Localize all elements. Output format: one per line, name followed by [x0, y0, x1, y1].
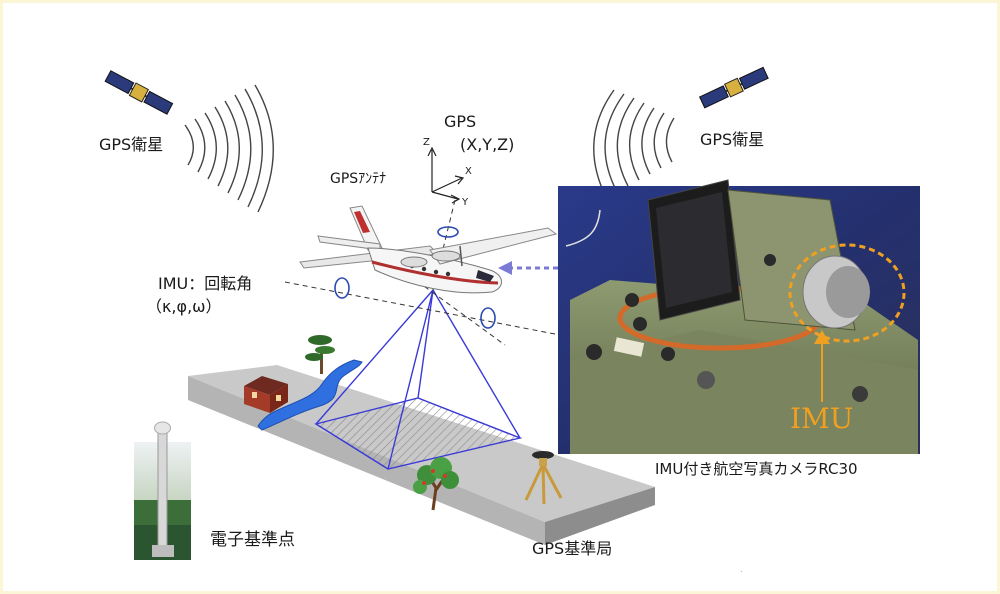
gps-satellite-right-label: GPS衛星: [700, 126, 764, 150]
camera-pointer-arrow: [498, 261, 558, 275]
svg-text:.: .: [740, 565, 743, 574]
gps-satellite-left-label: GPS衛星: [99, 131, 163, 155]
imu-rotation-label: IMU：回転角: [158, 270, 252, 294]
reference-pillar-icon: [134, 422, 191, 560]
gps-coords-label: (X,Y,Z): [460, 135, 514, 154]
imu-photo-label: IMU: [790, 402, 853, 435]
gps-base-station-label: GPS基準局: [532, 535, 612, 559]
satellite-icon: [105, 70, 173, 115]
gps-title-label: GPS: [444, 112, 476, 131]
imu-camera-caption: IMU付き航空写真カメラRC30: [655, 458, 858, 479]
imu-angles-label: （κ,φ,ω）: [146, 293, 222, 317]
electronic-reference-point-label: 電子基準点: [210, 525, 295, 550]
satellite-icon: [699, 66, 768, 108]
tree-icon: [305, 335, 335, 374]
axis-y-label: Y: [462, 197, 468, 208]
camera-photo: [558, 180, 920, 454]
axis-x-label: X: [465, 166, 472, 177]
gps-antenna-label: GPSｱﾝﾃﾅ: [330, 168, 386, 188]
signal-waves-left: [185, 85, 273, 212]
image-footprint: [316, 290, 520, 469]
signal-waves-right: [594, 90, 674, 197]
coordinate-axes-icon: [428, 148, 463, 203]
axis-z-label: Z: [423, 137, 430, 148]
